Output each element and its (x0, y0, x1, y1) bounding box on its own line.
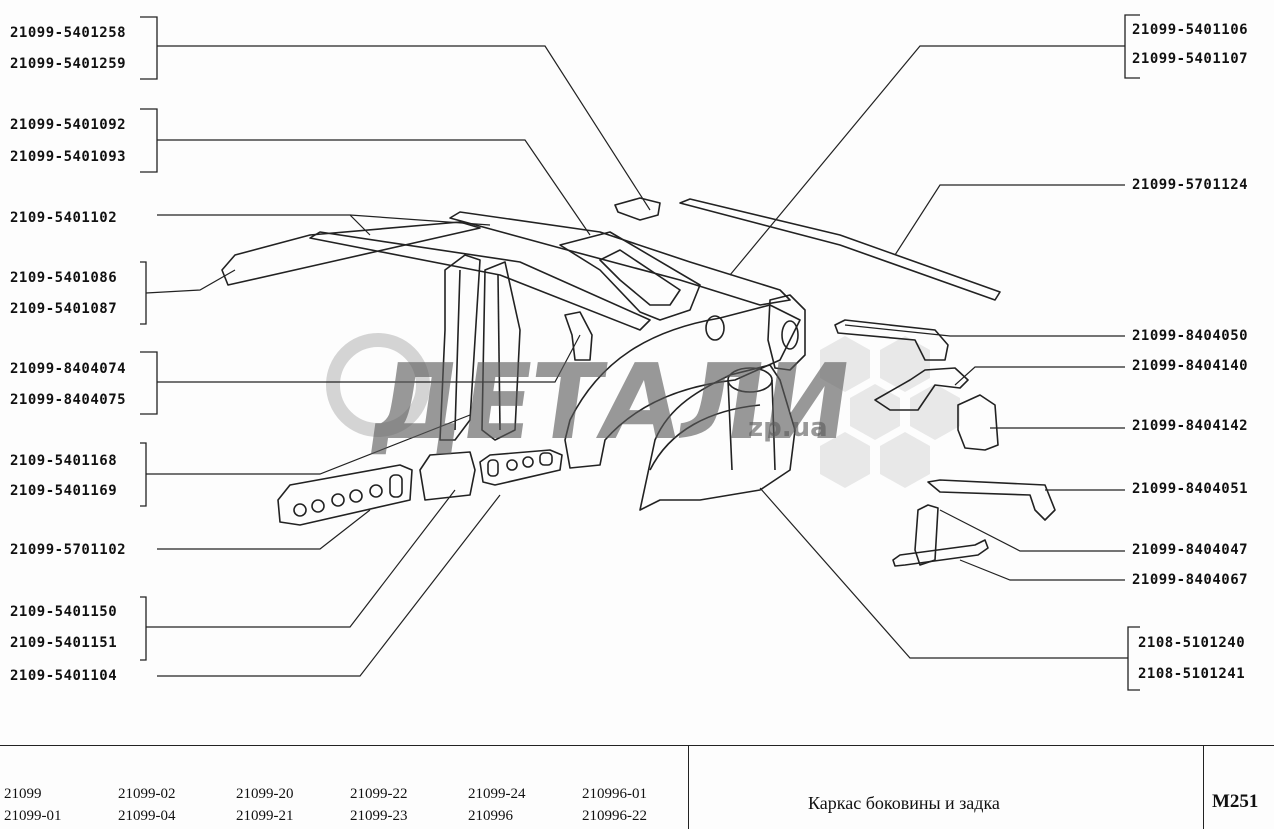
rear-crossmember (892, 539, 989, 567)
roof-side-rail (221, 221, 481, 286)
part-label[interactable]: 21099-5701124 (1132, 177, 1249, 193)
footer-divider (688, 746, 689, 829)
model-name: 21099-22 (350, 786, 408, 802)
rear-corner (767, 294, 806, 371)
upper-rail (449, 211, 791, 306)
roof-rail-inner (309, 231, 651, 331)
model-name: 21099-01 (4, 808, 62, 824)
part-label[interactable]: 21099-5701102 (10, 542, 127, 558)
part-label[interactable]: 21099-8404074 (10, 361, 127, 377)
watermark-hexagons (820, 336, 960, 488)
model-name: 21099-02 (118, 786, 176, 802)
part-label[interactable]: 2109-5401150 (10, 604, 118, 620)
model-name: 21099-24 (468, 786, 526, 802)
part-label[interactable]: 2109-5401168 (10, 453, 118, 469)
part-label[interactable]: 21099-5401258 (10, 25, 127, 41)
part-label[interactable]: 21099-8404075 (10, 392, 127, 408)
part-label[interactable]: 21099-5401092 (10, 117, 127, 133)
part-label[interactable]: 21099-5401107 (1132, 51, 1249, 67)
belt-bracket (564, 311, 593, 361)
top-bracket (614, 197, 661, 221)
parts-diagram (140, 14, 1140, 691)
part-label[interactable]: 2108-5101240 (1138, 635, 1246, 651)
part-label[interactable]: 2109-5401169 (10, 483, 118, 499)
body-frame-parts (221, 197, 1056, 567)
part-label[interactable]: 21099-5401106 (1132, 22, 1249, 38)
watermark-subtext: zp.ua (748, 413, 828, 443)
rear-lamp-frame (957, 394, 999, 451)
part-label[interactable]: 21099-5401093 (10, 149, 127, 165)
sill-panel-left (277, 464, 413, 526)
model-name: 210996 (468, 808, 513, 824)
part-label[interactable]: 2108-5101241 (1138, 666, 1246, 682)
model-name: 21099 (4, 786, 42, 802)
b-pillar-inner (481, 261, 521, 441)
model-name: 210996-22 (582, 808, 647, 824)
model-name: 210996-01 (582, 786, 647, 802)
part-label[interactable]: 21099-8404050 (1132, 328, 1249, 344)
model-name: 21099-23 (350, 808, 408, 824)
part-label[interactable]: 21099-8404051 (1132, 481, 1249, 497)
part-label[interactable]: 21099-8404067 (1132, 572, 1249, 588)
part-label[interactable]: 2109-5401086 (10, 270, 118, 286)
page-code: M251 (1212, 791, 1259, 812)
leader-lines (145, 45, 1128, 677)
sill-panel-right (479, 449, 563, 486)
part-label[interactable]: 21099-8404140 (1132, 358, 1249, 374)
rear-panel-lower (927, 479, 1056, 521)
model-name: 21099-20 (236, 786, 294, 802)
part-label[interactable]: 2109-5401104 (10, 668, 118, 684)
model-name: 21099-04 (118, 808, 176, 824)
footer-divider (1203, 746, 1204, 829)
watermark-logo (326, 333, 430, 437)
model-name: 21099-21 (236, 808, 294, 824)
part-label[interactable]: 2109-5401087 (10, 301, 118, 317)
part-label[interactable]: 2109-5401151 (10, 635, 118, 651)
rear-panel-upper (834, 319, 949, 361)
rear-roof-rail (679, 198, 1001, 301)
rear-lamp-bracket (874, 367, 969, 411)
page-title: Каркас боковины и задка (808, 793, 1000, 813)
footer: 21099 21099-01 21099-02 21099-04 21099-2… (0, 745, 1274, 829)
wheel-arch (639, 364, 796, 511)
part-label[interactable]: 21099-8404142 (1132, 418, 1249, 434)
rear-strut (914, 504, 939, 566)
quarter-inner-panel (564, 304, 801, 469)
part-label[interactable]: 2109-5401102 (10, 210, 118, 226)
quarter-window-frame (559, 231, 701, 321)
b-pillar (439, 254, 481, 441)
sill-reinforcement (419, 451, 476, 501)
part-label[interactable]: 21099-5401259 (10, 56, 127, 72)
part-label[interactable]: 21099-8404047 (1132, 542, 1249, 558)
